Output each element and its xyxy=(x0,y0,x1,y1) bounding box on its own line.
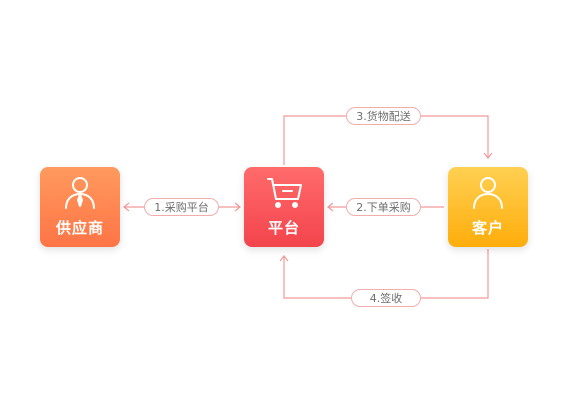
node-customer: 客户 xyxy=(448,167,528,247)
edge-label-purchase: 1.采购平台 xyxy=(144,198,219,216)
node-supplier: 供应商 xyxy=(40,167,120,247)
node-label: 客户 xyxy=(471,219,504,237)
person-icon xyxy=(65,177,95,209)
arrowhead-left xyxy=(123,202,130,212)
node-label: 平台 xyxy=(267,219,300,237)
node-label: 供应商 xyxy=(55,219,104,237)
edge-label-order: 2.下单采购 xyxy=(346,198,421,216)
arrowhead-right xyxy=(234,202,241,212)
person-icon xyxy=(473,177,503,209)
shopping-cart-icon xyxy=(267,178,302,208)
arrowhead-down xyxy=(483,152,493,159)
edge-label-delivery: 3.货物配送 xyxy=(346,107,421,125)
edge-label-receive: 4.签收 xyxy=(351,289,421,307)
arrowhead-left xyxy=(327,202,334,212)
node-platform: 平台 xyxy=(244,167,324,247)
arrowhead-up xyxy=(279,255,289,262)
